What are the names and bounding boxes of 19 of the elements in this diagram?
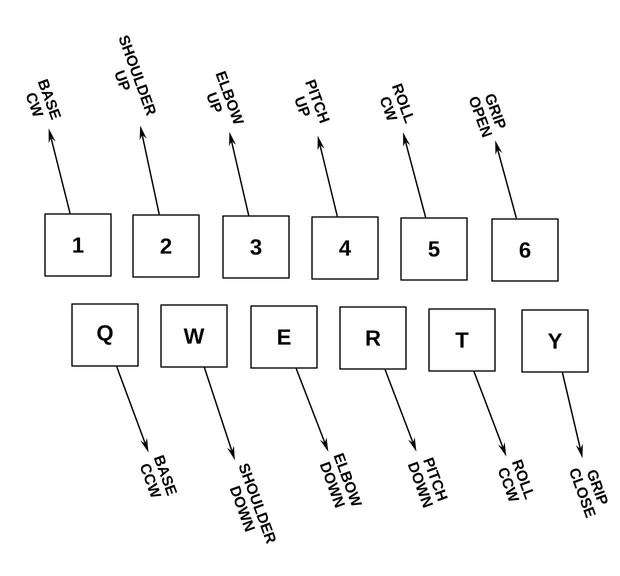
key-box: E xyxy=(250,305,318,369)
key-box: 2 xyxy=(132,214,200,278)
key-box: 5 xyxy=(400,217,468,281)
key-label: BASE CCW xyxy=(140,454,178,497)
key-box: 4 xyxy=(311,216,379,280)
key-label: GRIP OPEN xyxy=(470,94,506,138)
key-label: BASE CW xyxy=(26,78,62,120)
key-label: PITCH UP xyxy=(295,79,330,124)
key-box: T xyxy=(428,308,496,372)
key-box: 1 xyxy=(44,213,112,277)
key-box: Y xyxy=(521,309,589,373)
key-box: R xyxy=(339,306,407,370)
key-box: 3 xyxy=(222,215,290,279)
key-label: ROLL CCW xyxy=(498,459,534,501)
key-label: PITCH DOWN xyxy=(408,457,448,508)
key-box: 6 xyxy=(491,218,559,282)
key-box: Q xyxy=(71,303,139,367)
key-box: W xyxy=(160,304,228,368)
key-label: ROLL CW xyxy=(380,83,414,124)
